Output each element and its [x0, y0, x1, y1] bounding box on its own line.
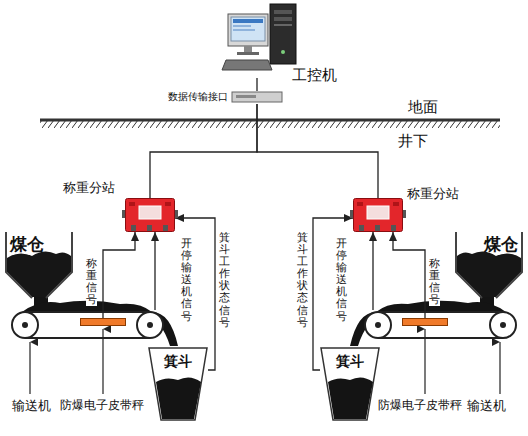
coal-bin: 煤仓: [454, 232, 524, 300]
signal-label: 箕斗工作状态信号: [297, 232, 308, 329]
node-label: 箕斗: [164, 353, 192, 370]
weighing-substation: 称重分站: [353, 198, 403, 232]
conveyor: 输送机: [363, 310, 518, 342]
signal-line: [175, 218, 215, 370]
signal-line: [256, 78, 257, 91]
computer-shape: [222, 2, 300, 78]
belt-scale-shape: [80, 318, 126, 326]
node-label: 输送机: [12, 398, 51, 414]
area-label: 井下: [398, 132, 428, 151]
skip: 箕斗: [148, 346, 208, 422]
signal-label: 箕斗工作状态信号: [219, 232, 230, 329]
node-label: 工控机: [292, 66, 337, 84]
computer: 工控机: [222, 2, 300, 78]
ground: [40, 120, 500, 128]
signal-line: [150, 104, 257, 198]
belt-scale-shape: [402, 318, 448, 326]
weighing-substation-shape: [353, 198, 403, 232]
interface-box: 数据传输接口: [168, 91, 284, 104]
node-label: 煤仓: [484, 234, 518, 254]
node-label: 防爆电子皮带秤: [60, 398, 144, 412]
coal-bin: 煤仓: [4, 232, 74, 300]
weighing-substation-shape: [125, 198, 175, 232]
signal-line: [372, 232, 373, 310]
belt-scale: 防爆电子皮带秤: [80, 318, 126, 326]
node-label: 称重分站: [407, 186, 459, 202]
signal-label: 开停输送机信号: [181, 238, 192, 323]
signal-line: [393, 232, 425, 318]
conveyor-shape: [363, 310, 518, 342]
conveyor-shape: [10, 310, 165, 342]
signal-label: 称重信号: [86, 258, 97, 306]
signal-label: 开停输送机信号: [336, 238, 347, 323]
belt-scale: 防爆电子皮带秤: [402, 318, 448, 326]
node-label: 煤仓: [10, 234, 44, 254]
skip: 箕斗: [320, 346, 380, 422]
node-label: 防爆电子皮带秤: [378, 398, 462, 412]
area-label: 地面: [408, 98, 438, 117]
node-label: 称重分站: [63, 180, 115, 196]
signal-line: [313, 218, 353, 370]
node-label: 数据传输接口: [168, 91, 228, 103]
node-label: 输送机: [467, 398, 506, 414]
weighing-substation: 称重分站: [125, 198, 175, 232]
signal-label: 称重信号: [429, 258, 440, 306]
signal-line: [257, 104, 378, 198]
node-label: 箕斗: [336, 353, 364, 370]
conveyor: 输送机: [10, 310, 165, 342]
signal-line: [154, 232, 155, 310]
signal-line: [103, 232, 135, 318]
